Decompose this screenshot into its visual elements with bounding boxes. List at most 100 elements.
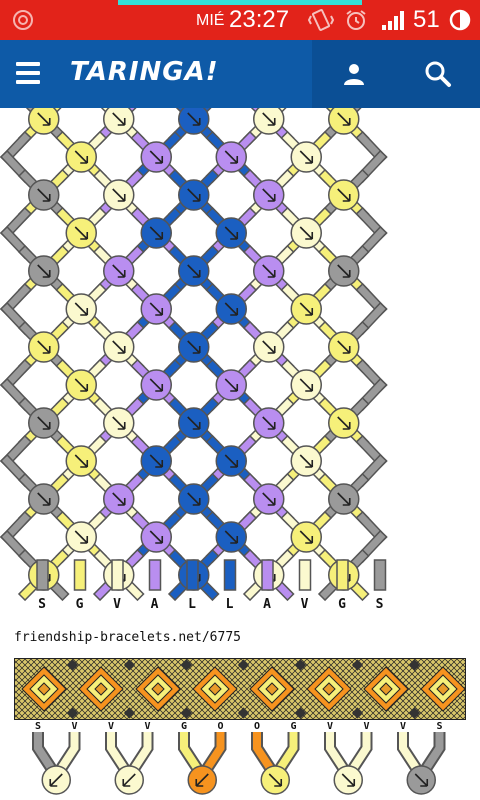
knot	[328, 108, 360, 135]
knot	[28, 407, 60, 439]
string-label: O	[217, 721, 223, 732]
status-bar: MIÉ 23:27 51	[0, 0, 480, 40]
knot	[406, 765, 436, 795]
string-tail	[373, 559, 387, 591]
string-label: V	[363, 721, 369, 732]
knot	[140, 521, 172, 553]
knot	[103, 255, 135, 287]
knot	[215, 521, 247, 553]
knot	[328, 179, 360, 211]
string-label: L	[226, 597, 234, 612]
knot	[328, 255, 360, 287]
diamond-motif	[192, 666, 238, 712]
knot	[253, 331, 285, 363]
app-bar: TARINGA!	[0, 40, 480, 108]
diamond-motif	[249, 666, 295, 712]
knot	[28, 179, 60, 211]
knot	[178, 108, 210, 135]
string-label: V	[301, 597, 309, 612]
string-label: V	[108, 721, 114, 732]
knot	[253, 179, 285, 211]
knot	[178, 483, 210, 515]
knot	[215, 217, 247, 249]
string-label: G	[76, 597, 84, 612]
knot	[290, 141, 322, 173]
string-tail	[73, 559, 87, 591]
knot	[215, 445, 247, 477]
taringa-logo[interactable]: TARINGA!	[70, 57, 219, 87]
string-tail	[336, 559, 349, 591]
string-label: G	[181, 721, 187, 732]
knot	[253, 407, 285, 439]
string-label: G	[338, 597, 346, 612]
knot	[328, 407, 360, 439]
knot	[328, 331, 360, 363]
knot	[260, 765, 290, 795]
string-label: S	[35, 721, 41, 732]
string-label: S	[436, 721, 442, 732]
knot	[290, 445, 322, 477]
knot	[215, 369, 247, 401]
knot	[290, 217, 322, 249]
knot	[28, 483, 60, 515]
knot	[65, 521, 97, 553]
pattern-credit-url[interactable]: friendship-bracelets.net/6775	[14, 630, 241, 645]
knot	[178, 407, 210, 439]
string-label: V	[327, 721, 333, 732]
knot	[178, 179, 210, 211]
knot	[65, 217, 97, 249]
menu-icon[interactable]	[16, 62, 40, 86]
string-label: V	[113, 597, 121, 612]
status-accent-line	[118, 0, 362, 5]
knots-layer	[28, 108, 360, 591]
knot	[253, 483, 285, 515]
string-label: V	[144, 721, 150, 732]
knot	[140, 369, 172, 401]
search-icon	[425, 61, 451, 87]
knot	[103, 108, 135, 135]
knot	[140, 141, 172, 173]
string-label: S	[38, 597, 46, 612]
string-label: A	[263, 597, 271, 612]
search-button[interactable]	[396, 40, 480, 108]
diamond-motif	[135, 666, 181, 712]
knot	[290, 521, 322, 553]
status-time: 23:27	[229, 6, 290, 33]
knot	[140, 445, 172, 477]
knot	[65, 293, 97, 325]
knot	[103, 483, 135, 515]
string-tail	[223, 559, 237, 591]
knot	[253, 108, 285, 135]
knot	[333, 765, 363, 795]
knot	[28, 108, 60, 135]
status-day: MIÉ	[196, 12, 225, 29]
knot	[140, 293, 172, 325]
string-tail	[36, 559, 49, 591]
battery-level: 51	[413, 6, 440, 33]
battery-ring-icon	[449, 9, 471, 31]
knot	[215, 141, 247, 173]
knot	[253, 255, 285, 287]
diamond-motif	[420, 666, 466, 712]
vibrate-icon	[308, 9, 334, 31]
knot	[328, 483, 360, 515]
diamond-motif	[363, 666, 409, 712]
knot	[290, 369, 322, 401]
target-icon	[13, 10, 33, 30]
diamond-motif	[306, 666, 352, 712]
knot	[103, 331, 135, 363]
string-tail	[261, 559, 274, 591]
knot	[290, 293, 322, 325]
knot	[215, 293, 247, 325]
signal-icon	[382, 11, 404, 30]
string-label: S	[376, 597, 384, 612]
string-tail	[148, 559, 162, 591]
diamond-motif	[78, 666, 124, 712]
string-label: V	[71, 721, 77, 732]
knot	[28, 255, 60, 287]
user-button[interactable]	[312, 40, 396, 108]
alarm-icon	[346, 10, 366, 30]
knot	[28, 331, 60, 363]
knot	[65, 141, 97, 173]
